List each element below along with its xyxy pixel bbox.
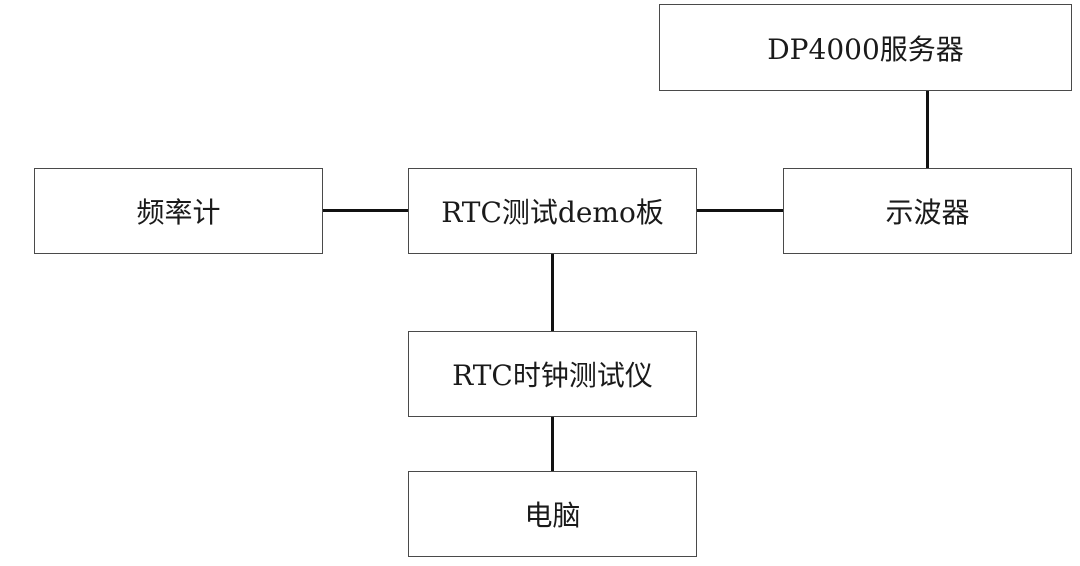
node-rtc-tester: RTC时钟测试仪 [408,331,697,417]
connector-server-to-oscilloscope [926,91,929,168]
node-oscilloscope-label: 示波器 [885,196,970,229]
node-computer: 电脑 [408,471,697,557]
node-demo-board: RTC测试demo板 [408,168,697,254]
node-oscilloscope: 示波器 [783,168,1072,254]
node-rtc-tester-label: RTC时钟测试仪 [452,359,653,392]
connector-frequency-counter-to-demo-board [323,209,408,212]
node-frequency-counter-label: 频率计 [136,196,221,229]
node-frequency-counter: 频率计 [34,168,323,254]
node-server-label: DP4000服务器 [767,32,964,66]
connector-demo-board-to-oscilloscope [697,209,783,212]
connector-demo-board-to-rtc-tester [551,254,554,331]
node-demo-board-label: RTC测试demo板 [441,196,664,229]
node-computer-label: 电脑 [524,499,581,532]
connector-rtc-tester-to-computer [551,417,554,471]
node-server: DP4000服务器 [659,4,1072,91]
